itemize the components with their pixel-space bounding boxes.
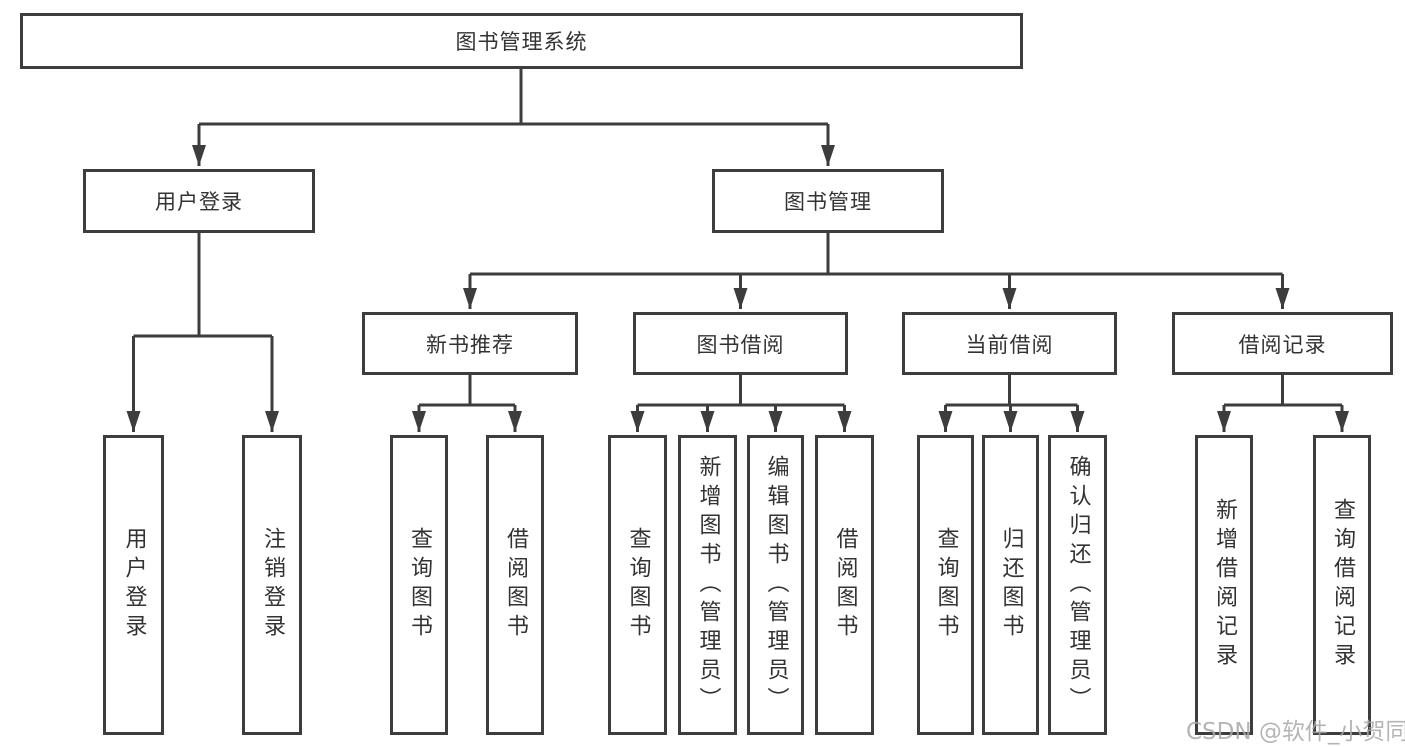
leaf-add-borrow-record: 新增借阅记录	[1195, 435, 1253, 735]
leaf-user-login-label: 用户登录	[121, 527, 147, 643]
leaf-confirm-return-admin-label: 确认归还（管理员）	[1065, 454, 1091, 716]
leaf-edit-books-admin: 编辑图书（管理员）	[747, 435, 804, 735]
node-user-login: 用户登录	[83, 169, 315, 233]
node-current-borrowing-label: 当前借阅	[965, 332, 1054, 357]
leaf-query-borrow-record-label: 查询借阅记录	[1330, 498, 1355, 672]
leaf-return-books-label: 归还图书	[998, 527, 1024, 643]
node-library-system-label: 图书管理系统	[455, 30, 588, 54]
node-borrowing-records: 借阅记录	[1172, 312, 1393, 375]
leaf-confirm-return-admin: 确认归还（管理员）	[1048, 435, 1107, 735]
node-borrowing-records-label: 借阅记录	[1238, 332, 1327, 357]
connector-borrow-records-children	[1217, 375, 1349, 432]
connector-current-borrow-children	[938, 375, 1085, 432]
connector-root-to-level2	[192, 69, 835, 166]
leaf-query-books-current-label: 查询图书	[933, 527, 959, 643]
leaf-borrow-books-label: 借阅图书	[832, 527, 858, 643]
connector-book-management-children	[463, 233, 1290, 309]
leaf-user-login: 用户登录	[103, 435, 164, 735]
leaf-query-books-rec-label: 查询图书	[407, 527, 432, 643]
leaf-add-books-admin: 新增图书（管理员）	[678, 435, 737, 735]
node-book-borrowing: 图书借阅	[633, 312, 848, 375]
leaf-logout-label: 注销登录	[260, 527, 285, 643]
leaf-query-borrow-record: 查询借阅记录	[1313, 435, 1371, 735]
node-library-system: 图书管理系统	[20, 13, 1023, 69]
leaf-return-books: 归还图书	[982, 435, 1039, 735]
node-book-management-label: 图书管理	[784, 190, 872, 214]
connector-book-borrow-children	[630, 375, 852, 432]
leaf-borrow-books-rec: 借阅图书	[486, 435, 544, 735]
leaf-logout: 注销登录	[242, 435, 302, 735]
node-user-login-label: 用户登录	[155, 190, 243, 214]
node-current-borrowing: 当前借阅	[902, 312, 1117, 375]
csdn-watermark: CSDN @软件_小贺同学	[1186, 719, 1405, 745]
leaf-add-borrow-record-label: 新增借阅记录	[1212, 498, 1237, 672]
node-new-book-recommendation-label: 新书推荐	[426, 332, 514, 357]
node-book-borrowing-label: 图书借阅	[696, 332, 785, 357]
leaf-edit-books-admin-label: 编辑图书（管理员）	[763, 454, 789, 716]
leaf-query-books-current: 查询图书	[917, 435, 974, 735]
leaf-query-books-borrow-label: 查询图书	[625, 527, 651, 643]
leaf-query-books-rec: 查询图书	[390, 435, 448, 735]
node-new-book-recommendation: 新书推荐	[362, 312, 578, 375]
node-book-management: 图书管理	[712, 169, 944, 233]
leaf-query-books-borrow: 查询图书	[608, 435, 667, 735]
connector-new-book-rec-children	[412, 375, 522, 432]
leaf-borrow-books: 借阅图书	[815, 435, 874, 735]
connector-user-login-children	[126, 233, 279, 432]
leaf-add-books-admin-label: 新增图书（管理员）	[695, 454, 721, 716]
leaf-borrow-books-rec-label: 借阅图书	[503, 527, 528, 643]
